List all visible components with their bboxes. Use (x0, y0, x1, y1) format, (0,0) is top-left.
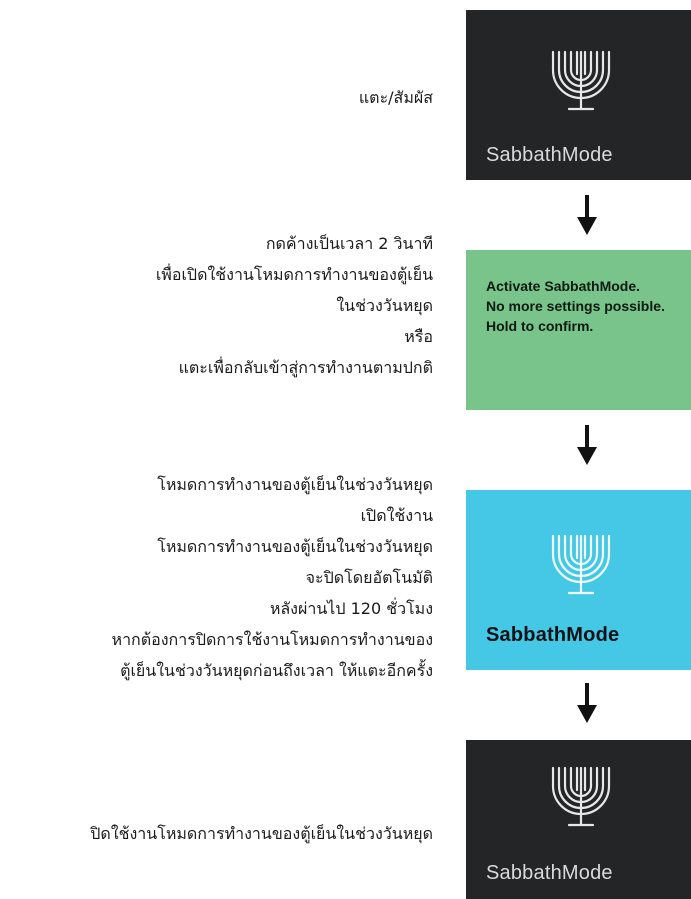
step-2-line: กดค้างเป็นเวลา 2 วินาที (265, 234, 433, 253)
step-3-line: โหมดการทำงานของตู้เย็นในช่วงวันหยุด (157, 475, 433, 494)
step-3-line: ตู้เย็นในช่วงวันหยุดก่อนถึงเวลา ให้แตะอี… (120, 661, 433, 680)
sabbath-mode-screen-deactivated[interactable]: SabbathMode (466, 740, 691, 899)
step-4-text: ปิดใช้งานโหมดการทำงานของตู้เย็นในช่วงวัน… (90, 818, 433, 849)
screen-label: SabbathMode (486, 624, 620, 646)
arrow-down-icon (577, 425, 597, 465)
step-2-line: หรือ (404, 327, 433, 346)
confirm-message: Activate SabbathMode. No more settings p… (486, 276, 665, 336)
screen-label: SabbathMode (486, 862, 613, 884)
step-2-line: ในช่วงวันหยุด (336, 296, 433, 315)
sabbath-mode-screen-active[interactable]: SabbathMode (466, 490, 691, 670)
step-3-line: หากต้องการปิดการใช้งานโหมดการทำงานของ (111, 630, 433, 649)
step-2-text: กดค้างเป็นเวลา 2 วินาที เพื่อเปิดใช้งานโ… (156, 228, 433, 383)
menorah-icon (551, 50, 611, 111)
arrow-down-icon (577, 683, 597, 723)
step-1-line: แตะ/สัมผัส (358, 88, 433, 107)
confirm-message-line: Activate SabbathMode. (486, 278, 641, 294)
confirm-message-line: Hold to confirm. (486, 318, 594, 334)
step-2-line: แตะเพื่อกลับเข้าสู่การทำงานตามปกติ (178, 358, 433, 377)
step-3-line: หลังผ่านไป 120 ชั่วโมง (269, 599, 433, 618)
step-4-line: ปิดใช้งานโหมดการทำงานของตู้เย็นในช่วงวัน… (90, 824, 433, 843)
step-3-line: จะปิดโดยอัตโนมัติ (305, 568, 433, 587)
menorah-icon (551, 534, 611, 595)
screen-label: SabbathMode (486, 144, 613, 166)
step-3-line: เปิดใช้งาน (360, 506, 433, 525)
menorah-icon (551, 766, 611, 827)
step-3-line: โหมดการทำงานของตู้เย็นในช่วงวันหยุด (157, 537, 433, 556)
step-1-text: แตะ/สัมผัส (359, 82, 433, 113)
arrow-down-icon (577, 195, 597, 235)
confirm-screen[interactable]: Activate SabbathMode. No more settings p… (466, 250, 691, 410)
confirm-message-line: No more settings possible. (486, 298, 665, 314)
sabbath-mode-screen-off[interactable]: SabbathMode (466, 10, 691, 180)
step-3-text: โหมดการทำงานของตู้เย็นในช่วงวันหยุด เปิด… (112, 469, 433, 686)
step-2-line: เพื่อเปิดใช้งานโหมดการทำงานของตู้เย็น (155, 265, 433, 284)
